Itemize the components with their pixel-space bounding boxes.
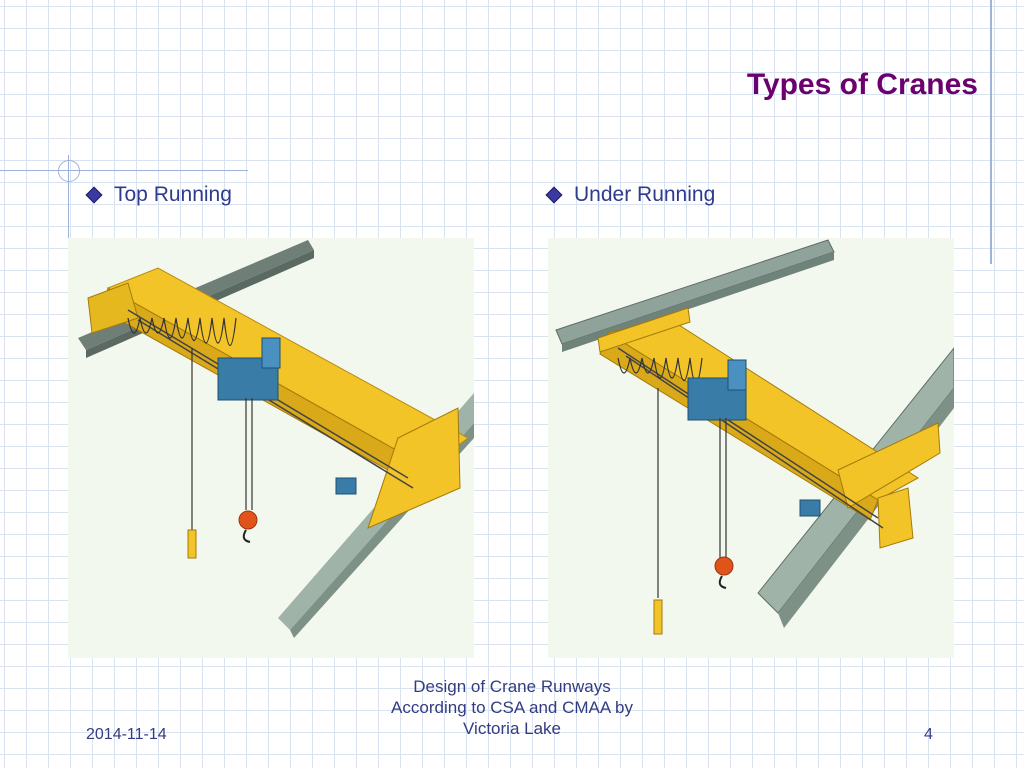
footer-line: According to CSA and CMAA by — [391, 698, 633, 717]
footer-line: Victoria Lake — [463, 719, 561, 738]
vertical-decor-line — [990, 0, 992, 264]
diamond-bullet-icon — [85, 186, 103, 204]
bullet-label: Top Running — [114, 183, 232, 206]
crosshair-circle-decor — [58, 160, 80, 182]
top-right-band — [0, 0, 1024, 16]
slide-title: Types of Cranes — [746, 68, 978, 101]
top-running-crane-illustration-icon — [78, 240, 474, 638]
footer-line: Design of Crane Runways — [413, 677, 611, 696]
under-running-crane-image — [548, 238, 954, 658]
top-running-crane-image — [68, 238, 474, 658]
horizontal-decor-line — [0, 170, 248, 171]
page-number: 4 — [924, 726, 933, 743]
bullet-under-running: Under Running — [545, 183, 716, 207]
under-running-crane-illustration-icon — [555, 239, 954, 635]
diamond-bullet-icon — [545, 186, 563, 204]
bullet-top-running: Top Running — [85, 183, 232, 207]
footer-presentation-info: Design of Crane Runways According to CSA… — [350, 676, 674, 739]
bullet-label: Under Running — [574, 183, 716, 206]
footer-date: 2014-11-14 — [86, 726, 167, 743]
